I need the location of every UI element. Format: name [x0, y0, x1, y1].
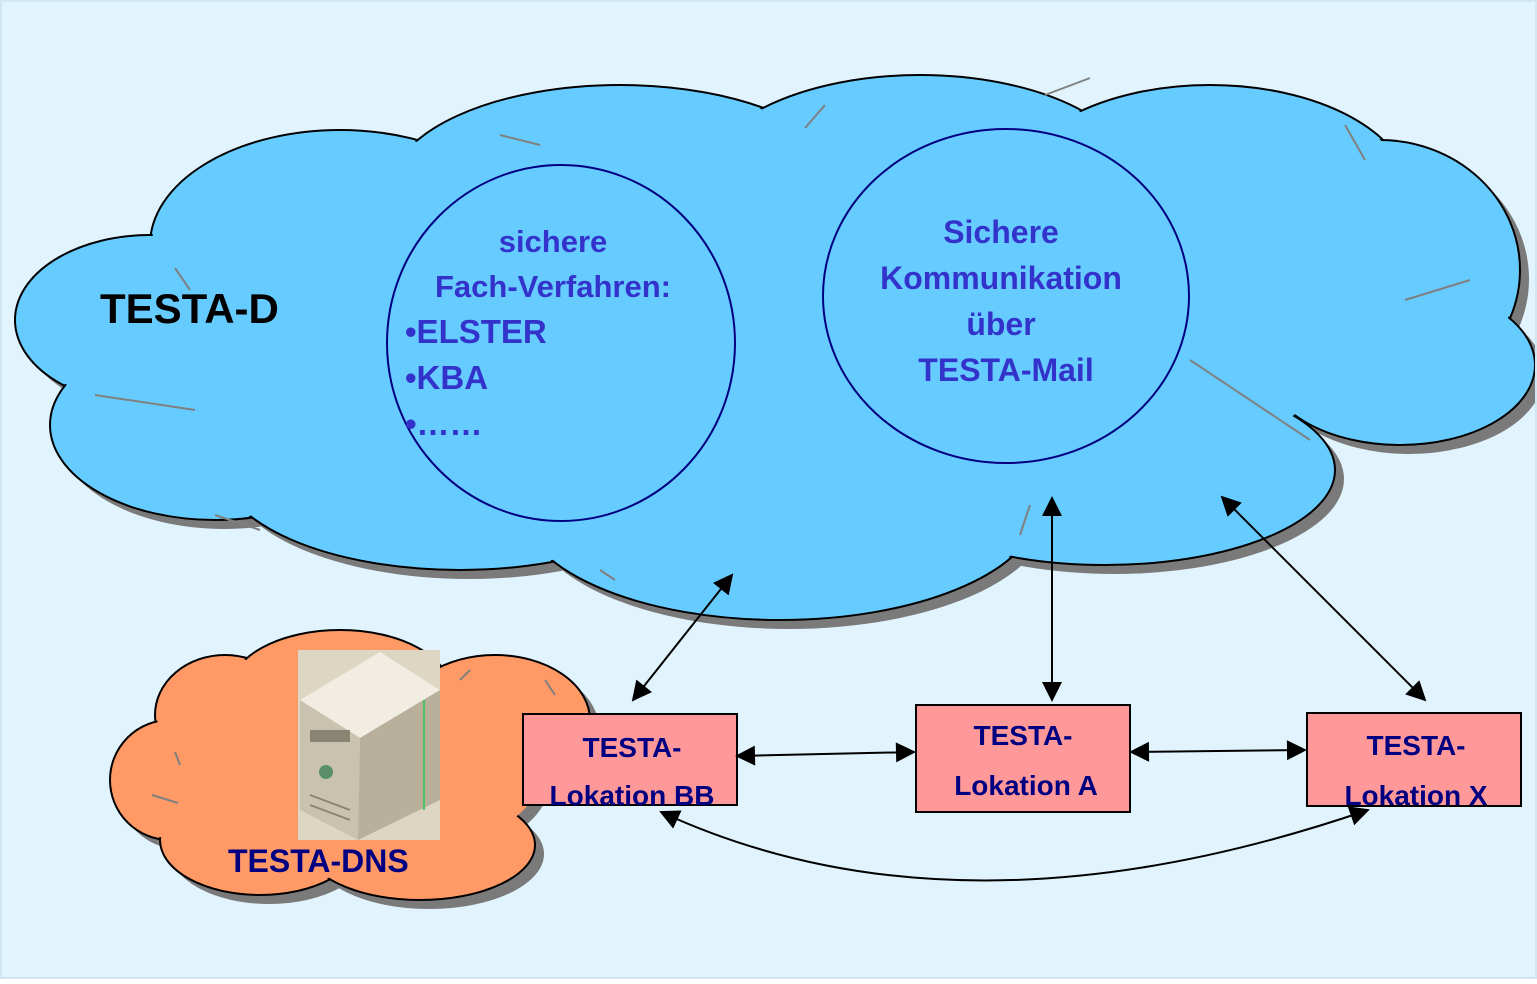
arrow-bb-to-x — [659, 806, 1370, 882]
arrow-bb-to-cloud — [631, 573, 734, 702]
location-bb-line2: Lokation BB — [550, 780, 715, 811]
location-box-a: TESTA- Lokation A — [915, 704, 1131, 813]
server-tower-icon — [298, 650, 440, 840]
location-box-bb: TESTA- Lokation BB — [522, 713, 738, 811]
location-a-line2: Lokation A — [954, 770, 1098, 801]
services-circle: sichere Fach-Verfahren: •ELSTER •KBA •…… — [386, 164, 736, 522]
dns-cloud-label: TESTA-DNS — [228, 843, 409, 879]
location-a-line1: TESTA- — [973, 720, 1072, 751]
main-cloud-lobe-marks — [94, 77, 1471, 581]
arrow-bb-to-a — [735, 742, 916, 766]
mail-line-1: Sichere — [943, 214, 1059, 250]
services-item-elster: •ELSTER — [405, 313, 547, 350]
arrow-a-to-x — [1129, 740, 1307, 762]
arrow-x-to-cloud — [1220, 495, 1427, 702]
services-item-more: •…… — [405, 405, 483, 442]
main-cloud-label: TESTA-D — [100, 285, 279, 332]
services-line-2: Fach-Verfahren: — [435, 269, 671, 304]
dns-cloud-lobe-marks — [151, 669, 556, 804]
location-box-x: TESTA- Lokation X — [1306, 712, 1522, 811]
connection-arrows — [631, 495, 1427, 882]
location-bb-line1: TESTA- — [582, 732, 681, 763]
services-item-kba: •KBA — [405, 359, 488, 396]
mail-line-4: TESTA-Mail — [918, 352, 1093, 388]
mail-line-2: Kommunikation — [880, 260, 1122, 296]
location-x-line2: Lokation X — [1344, 780, 1487, 811]
location-x-line1: TESTA- — [1366, 730, 1465, 761]
mail-circle: Sichere Kommunikation über TESTA-Mail — [822, 128, 1190, 464]
mail-line-3: über — [966, 306, 1035, 342]
services-line-1: sichere — [499, 224, 608, 259]
